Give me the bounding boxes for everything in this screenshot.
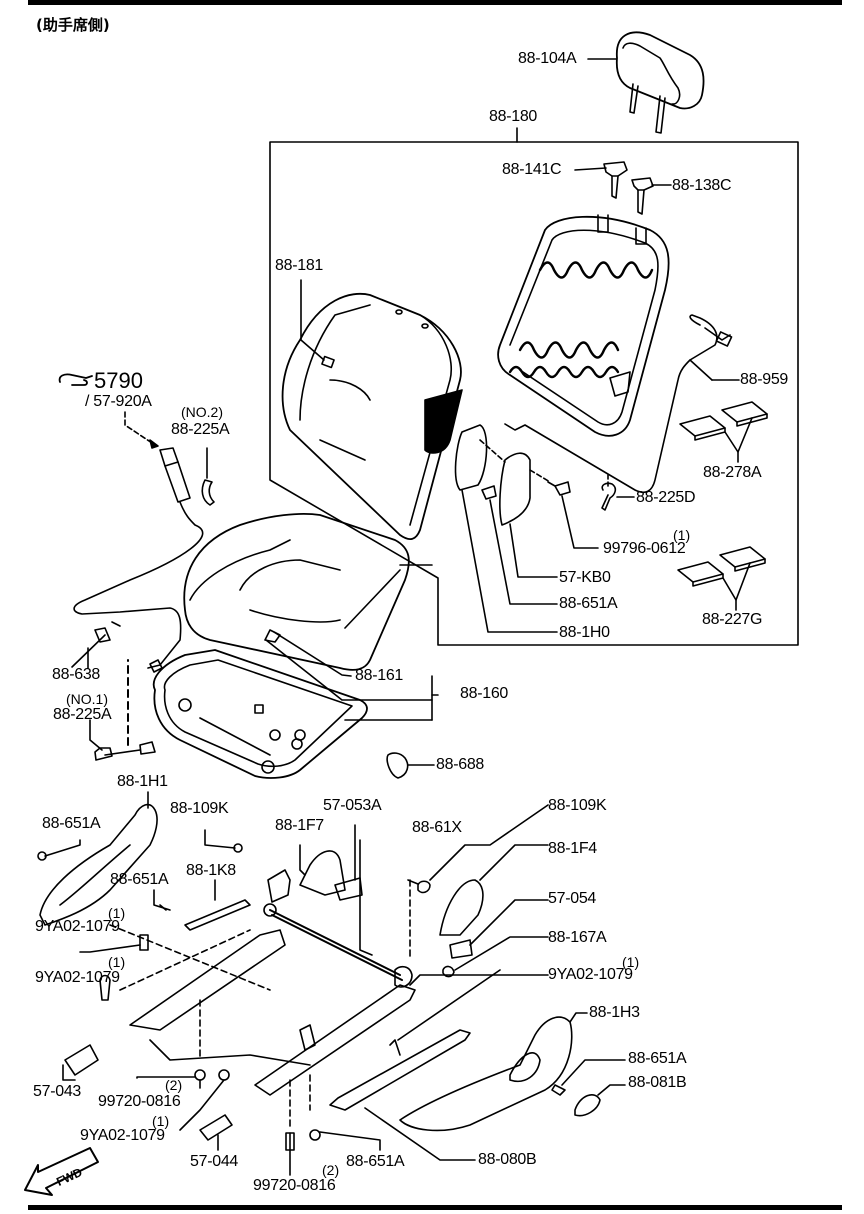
seat-pan-drawing	[152, 564, 439, 779]
right-bracket-parts-drawing	[299, 804, 549, 1056]
top-border-rule	[28, 0, 842, 5]
part-label[interactable]: 88-959	[740, 371, 789, 388]
part-label[interactable]: 88-1F7	[275, 817, 324, 834]
part-label[interactable]: 57-KB0	[559, 569, 611, 586]
seat-cushion-drawing	[183, 513, 433, 701]
reference-part-number[interactable]: / 57-920A	[85, 393, 152, 410]
side-trim-drawing	[329, 1012, 626, 1161]
part-label[interactable]: 88-1F4	[548, 840, 597, 857]
part-label[interactable]: 88-1K8	[186, 862, 236, 879]
part-label[interactable]: 99720-0816	[98, 1093, 181, 1110]
seatback-assembly-bracket	[269, 127, 799, 646]
part-label[interactable]: 88-167A	[548, 929, 607, 946]
part-label[interactable]: 88-160	[460, 685, 509, 702]
part-label[interactable]: 88-688	[436, 756, 485, 773]
pointing-hand-icon	[58, 373, 93, 386]
part-label[interactable]: 9YA02-1079	[35, 918, 120, 935]
part-qty: (1)	[673, 527, 691, 543]
pin-88-638-drawing	[71, 621, 121, 669]
part-qty: (2)	[322, 1162, 340, 1178]
bottom-fasteners-drawing	[62, 934, 381, 1176]
part-qty: (NO.2)	[181, 404, 223, 420]
part-label[interactable]: 99720-0816	[253, 1177, 336, 1194]
clip-drawing	[601, 474, 635, 511]
part-qty: (1)	[622, 954, 640, 970]
part-label[interactable]: 88-651A	[628, 1050, 687, 1067]
part-label[interactable]: 57-044	[190, 1153, 239, 1170]
guide-pins-drawing	[574, 161, 672, 215]
part-label[interactable]: 88-141C	[502, 161, 562, 178]
part-label[interactable]: 88-651A	[110, 871, 169, 888]
part-label[interactable]: 57-043	[33, 1083, 82, 1100]
part-label[interactable]: 88-225A	[171, 421, 230, 438]
part-label[interactable]: 88-225D	[636, 489, 696, 506]
part-label[interactable]: 9YA02-1079	[80, 1127, 165, 1144]
part-label[interactable]: 57-053A	[323, 797, 382, 814]
part-qty: (1)	[108, 954, 126, 970]
part-label[interactable]: 88-109K	[548, 797, 607, 814]
part-label[interactable]: 88-651A	[346, 1153, 405, 1170]
part-label[interactable]: 88-104A	[518, 50, 577, 67]
part-label[interactable]: 88-109K	[170, 800, 229, 817]
part-label[interactable]: 9YA02-1079	[548, 966, 633, 983]
part-label[interactable]: 57-054	[548, 890, 597, 907]
part-label[interactable]: 88-081B	[628, 1074, 687, 1091]
part-qty: (2)	[165, 1077, 183, 1093]
clip-88-688-drawing	[386, 752, 435, 779]
seatbelt-buckle-drawing	[73, 411, 215, 673]
part-label[interactable]: 88-1H0	[559, 624, 610, 641]
part-label[interactable]: 88-227G	[702, 611, 763, 628]
part-qty: (1)	[152, 1113, 170, 1129]
part-label[interactable]: 88-180	[489, 108, 538, 125]
diagram-caption: (助手席側)	[36, 16, 110, 34]
part-label[interactable]: 88-161	[355, 667, 404, 684]
part-label[interactable]: 9YA02-1079	[35, 969, 120, 986]
part-label[interactable]: 88-1H1	[117, 773, 168, 790]
fwd-arrow-icon	[24, 1147, 99, 1196]
part-label[interactable]: 88-181	[275, 257, 324, 274]
part-qty: (1)	[108, 905, 126, 921]
part-label[interactable]: 88-278A	[703, 464, 762, 481]
side-cover-drawing	[454, 424, 599, 633]
seatback-cushion-drawing	[281, 279, 463, 541]
wire-harness-drawing	[504, 314, 740, 494]
part-qty: (NO.1)	[66, 691, 108, 707]
clip-no1-drawing	[89, 659, 156, 761]
part-label[interactable]: 88-138C	[672, 177, 732, 194]
bottom-border-rule	[28, 1205, 842, 1210]
part-label[interactable]: 88-1H3	[589, 1004, 640, 1021]
part-label[interactable]: 88-638	[52, 666, 101, 683]
pads-drawing	[677, 401, 768, 611]
part-label[interactable]: 88-61X	[412, 819, 462, 836]
seatback-frame-drawing	[497, 214, 670, 437]
part-label[interactable]: 88-651A	[559, 595, 618, 612]
headrest-drawing	[587, 31, 705, 134]
part-label[interactable]: 99796-0612	[603, 540, 686, 557]
part-label[interactable]: 88-651A	[42, 815, 101, 832]
part-label[interactable]: 88-225A	[53, 706, 112, 723]
seat-track-drawing	[37, 791, 416, 1131]
part-label[interactable]: 88-080B	[478, 1151, 537, 1168]
reference-group-number[interactable]: 5790	[94, 368, 143, 393]
